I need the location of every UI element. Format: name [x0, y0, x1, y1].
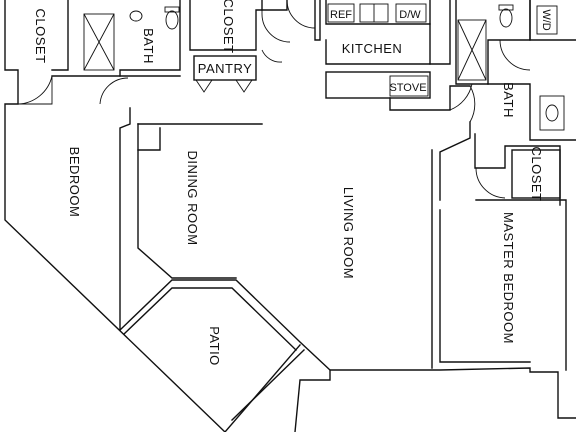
bath-2-south-wall	[474, 133, 561, 206]
sink-2-icon	[545, 104, 559, 122]
toilet-2-tank-icon	[498, 4, 514, 11]
patio-south-wall	[224, 344, 301, 432]
bath-1-wall	[119, 0, 181, 77]
sink-1-icon	[129, 10, 143, 22]
label-master-bedroom: MASTER BEDROOM	[501, 212, 516, 344]
shower-2-cross-icon	[457, 19, 487, 81]
label-bath-2: BATH	[501, 82, 516, 118]
kitchen-north-counter	[325, 0, 431, 25]
label-closet-3: CLOSET	[529, 146, 544, 201]
south-exterior-wall	[294, 367, 576, 432]
label-pantry: PANTRY	[198, 61, 253, 76]
doors	[17, 0, 531, 199]
master-bedroom-north-wall	[475, 199, 567, 371]
kitchen-island	[325, 23, 431, 65]
label-ref: REF	[330, 9, 352, 21]
wd-box-icon	[536, 5, 558, 35]
label-closet-1: CLOSET	[33, 8, 48, 63]
label-living-room: LIVING ROOM	[341, 187, 356, 279]
kitchen-east-wall	[429, 0, 451, 65]
door-wd	[499, 39, 531, 71]
door-bath-1	[99, 77, 129, 105]
bedroom-east-wall	[119, 107, 131, 331]
label-dw: D/W	[399, 9, 421, 21]
wd-wall	[529, 0, 576, 41]
toilet-2-icon	[499, 8, 513, 28]
door-closet-2	[261, 10, 291, 43]
bath-2-wall	[455, 0, 531, 85]
shower-1-cross-icon	[83, 13, 115, 71]
shower-2-icon	[457, 19, 487, 81]
label-kitchen: KITCHEN	[342, 41, 403, 56]
door-pantry-right	[235, 79, 253, 93]
labels: CLOSET BATH CLOSET PANTRY KITCHEN REF D/…	[33, 0, 552, 366]
stove-box-icon	[389, 75, 429, 97]
hall-wall-north	[261, 0, 288, 11]
label-dining-room: DINING ROOM	[185, 150, 200, 245]
bath-2-east-wall	[487, 83, 576, 141]
label-wd: W/D	[540, 9, 552, 30]
door-hall	[261, 49, 283, 63]
door-kitchen	[286, 0, 316, 29]
dining-inner-wall	[137, 127, 161, 151]
kitchen-peninsula	[325, 71, 431, 99]
master-bedroom-inner-wall	[439, 209, 531, 363]
door-pantry-left	[195, 79, 213, 93]
fixtures	[83, 3, 565, 131]
label-stove: STOVE	[389, 82, 426, 94]
label-patio: PATIO	[207, 326, 222, 366]
closet-1-wall	[51, 0, 69, 71]
living-east-wall	[439, 121, 471, 201]
patio-wall	[119, 279, 331, 371]
label-closet-2: CLOSET	[221, 0, 236, 54]
door-closet-3	[475, 167, 506, 199]
shower-1-icon	[83, 13, 115, 71]
label-bath-1: BATH	[141, 28, 156, 64]
toilet-1-icon	[165, 10, 179, 30]
ref-box-icon	[327, 3, 355, 23]
patio-inner-wall	[123, 287, 297, 351]
closet-2-wall	[189, 0, 263, 51]
door-bedroom-closet	[17, 75, 53, 105]
toilet-1-tank-icon	[164, 6, 180, 13]
pantry-wall	[193, 55, 257, 81]
door-living	[469, 85, 476, 123]
kitchen-west-wall	[314, 0, 321, 41]
vanity-2-icon	[539, 95, 565, 131]
dw-box-icon	[395, 3, 427, 23]
closet-3-wall	[511, 149, 561, 199]
walls	[4, 0, 576, 432]
dining-wall	[137, 123, 237, 279]
label-bedroom: BEDROOM	[67, 147, 82, 218]
patio-south-inner-wall	[231, 349, 305, 421]
door-bath-2	[449, 83, 473, 111]
